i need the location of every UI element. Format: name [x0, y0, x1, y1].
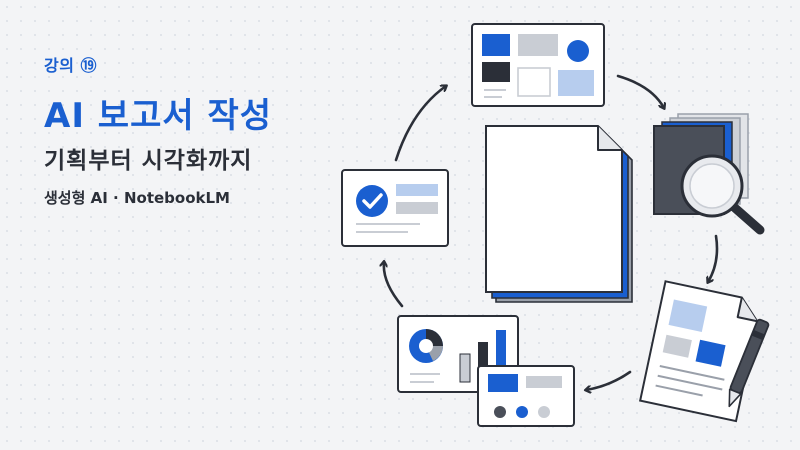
- pen-icon: [728, 318, 770, 408]
- magnifier-icon: [653, 113, 765, 235]
- title-block: 강의 ⑲ AI 보고서 작성 기획부터 시각화까지 생성형 AI · Noteb…: [44, 56, 344, 208]
- main-title: AI 보고서 작성: [44, 96, 273, 136]
- dashboard-icon: [397, 315, 575, 427]
- lecture-number: 강의 ⑲: [44, 56, 98, 75]
- arrow-top-right: [616, 74, 664, 108]
- arrow-top-left: [394, 86, 446, 162]
- checklist-icon: [341, 169, 449, 247]
- subtitle: 기획부터 시각화까지: [44, 148, 253, 174]
- document-stack-icon: [485, 125, 633, 303]
- layout-board-icon: [471, 23, 605, 107]
- cycle-arrows: [384, 74, 719, 390]
- arrow-bottom-left: [384, 262, 404, 308]
- arrow-bottom-right: [586, 370, 632, 390]
- tagline: 생성형 AI · NotebookLM: [44, 189, 230, 207]
- arrow-right: [708, 234, 719, 282]
- document-pen-icon: [638, 280, 770, 423]
